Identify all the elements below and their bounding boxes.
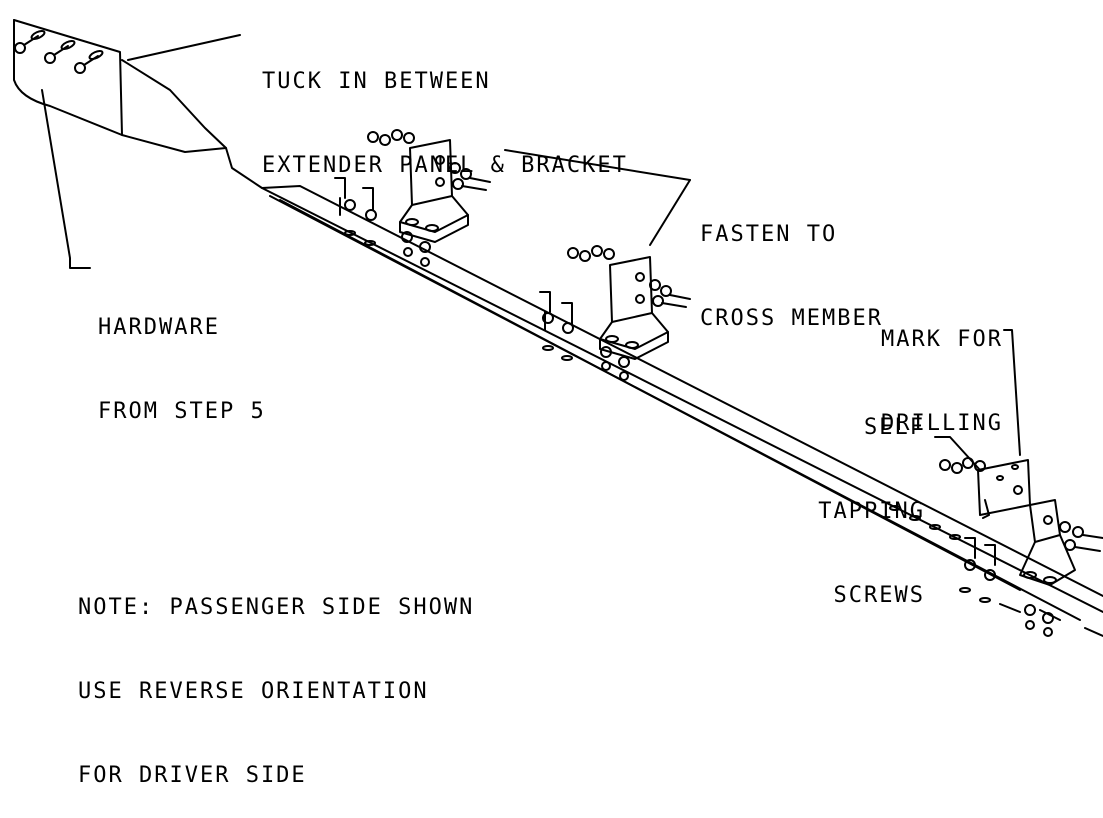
self-line1: SELF [864,415,925,440]
mark-line1: MARK FOR [881,327,1003,352]
bracket-1 [334,129,491,267]
fasten-line2: CROSS MEMBER [700,306,883,331]
hardware-line2: FROM STEP 5 [98,399,266,424]
hardware-line1: HARDWARE [98,315,220,340]
assembly-diagram: TUCK IN BETWEEN EXTENDER PANEL & BRACKET… [13,12,1103,788]
note-line2: USE REVERSE ORIENTATION [78,679,429,704]
bracket-3 [889,457,1103,637]
fasten-line1: FASTEN TO [700,222,838,247]
hardware-callout: HARDWARE FROM STEP 5 [98,258,266,454]
orientation-note: NOTE: PASSENGER SIDE SHOWN USE REVERSE O… [78,538,474,818]
running-board [13,19,1103,637]
note-line1: NOTE: PASSENGER SIDE SHOWN [78,595,475,620]
tuck-line1: TUCK IN BETWEEN [262,69,491,94]
step5-screws [14,35,99,74]
fasten-callout: FASTEN TO CROSS MEMBER [700,165,883,361]
extender-holes [30,29,104,61]
tuck-callout: TUCK IN BETWEEN EXTENDER PANEL & BRACKET [262,12,628,208]
note-line3: FOR DRIVER SIDE [78,763,307,788]
self-tapping-callout: SELF TAPPING SCREWS [790,358,925,638]
tuck-line2: EXTENDER PANEL & BRACKET [262,153,628,178]
leader-lines [41,34,1021,471]
self-line2: TAPPING [818,499,925,524]
bracket-2 [539,245,691,381]
mark-line2: DRILLING [881,411,1003,436]
mark-callout: MARK FOR DRILLING [838,270,1003,466]
drawing-canvas [13,19,1103,637]
self-line3: SCREWS [833,583,925,608]
